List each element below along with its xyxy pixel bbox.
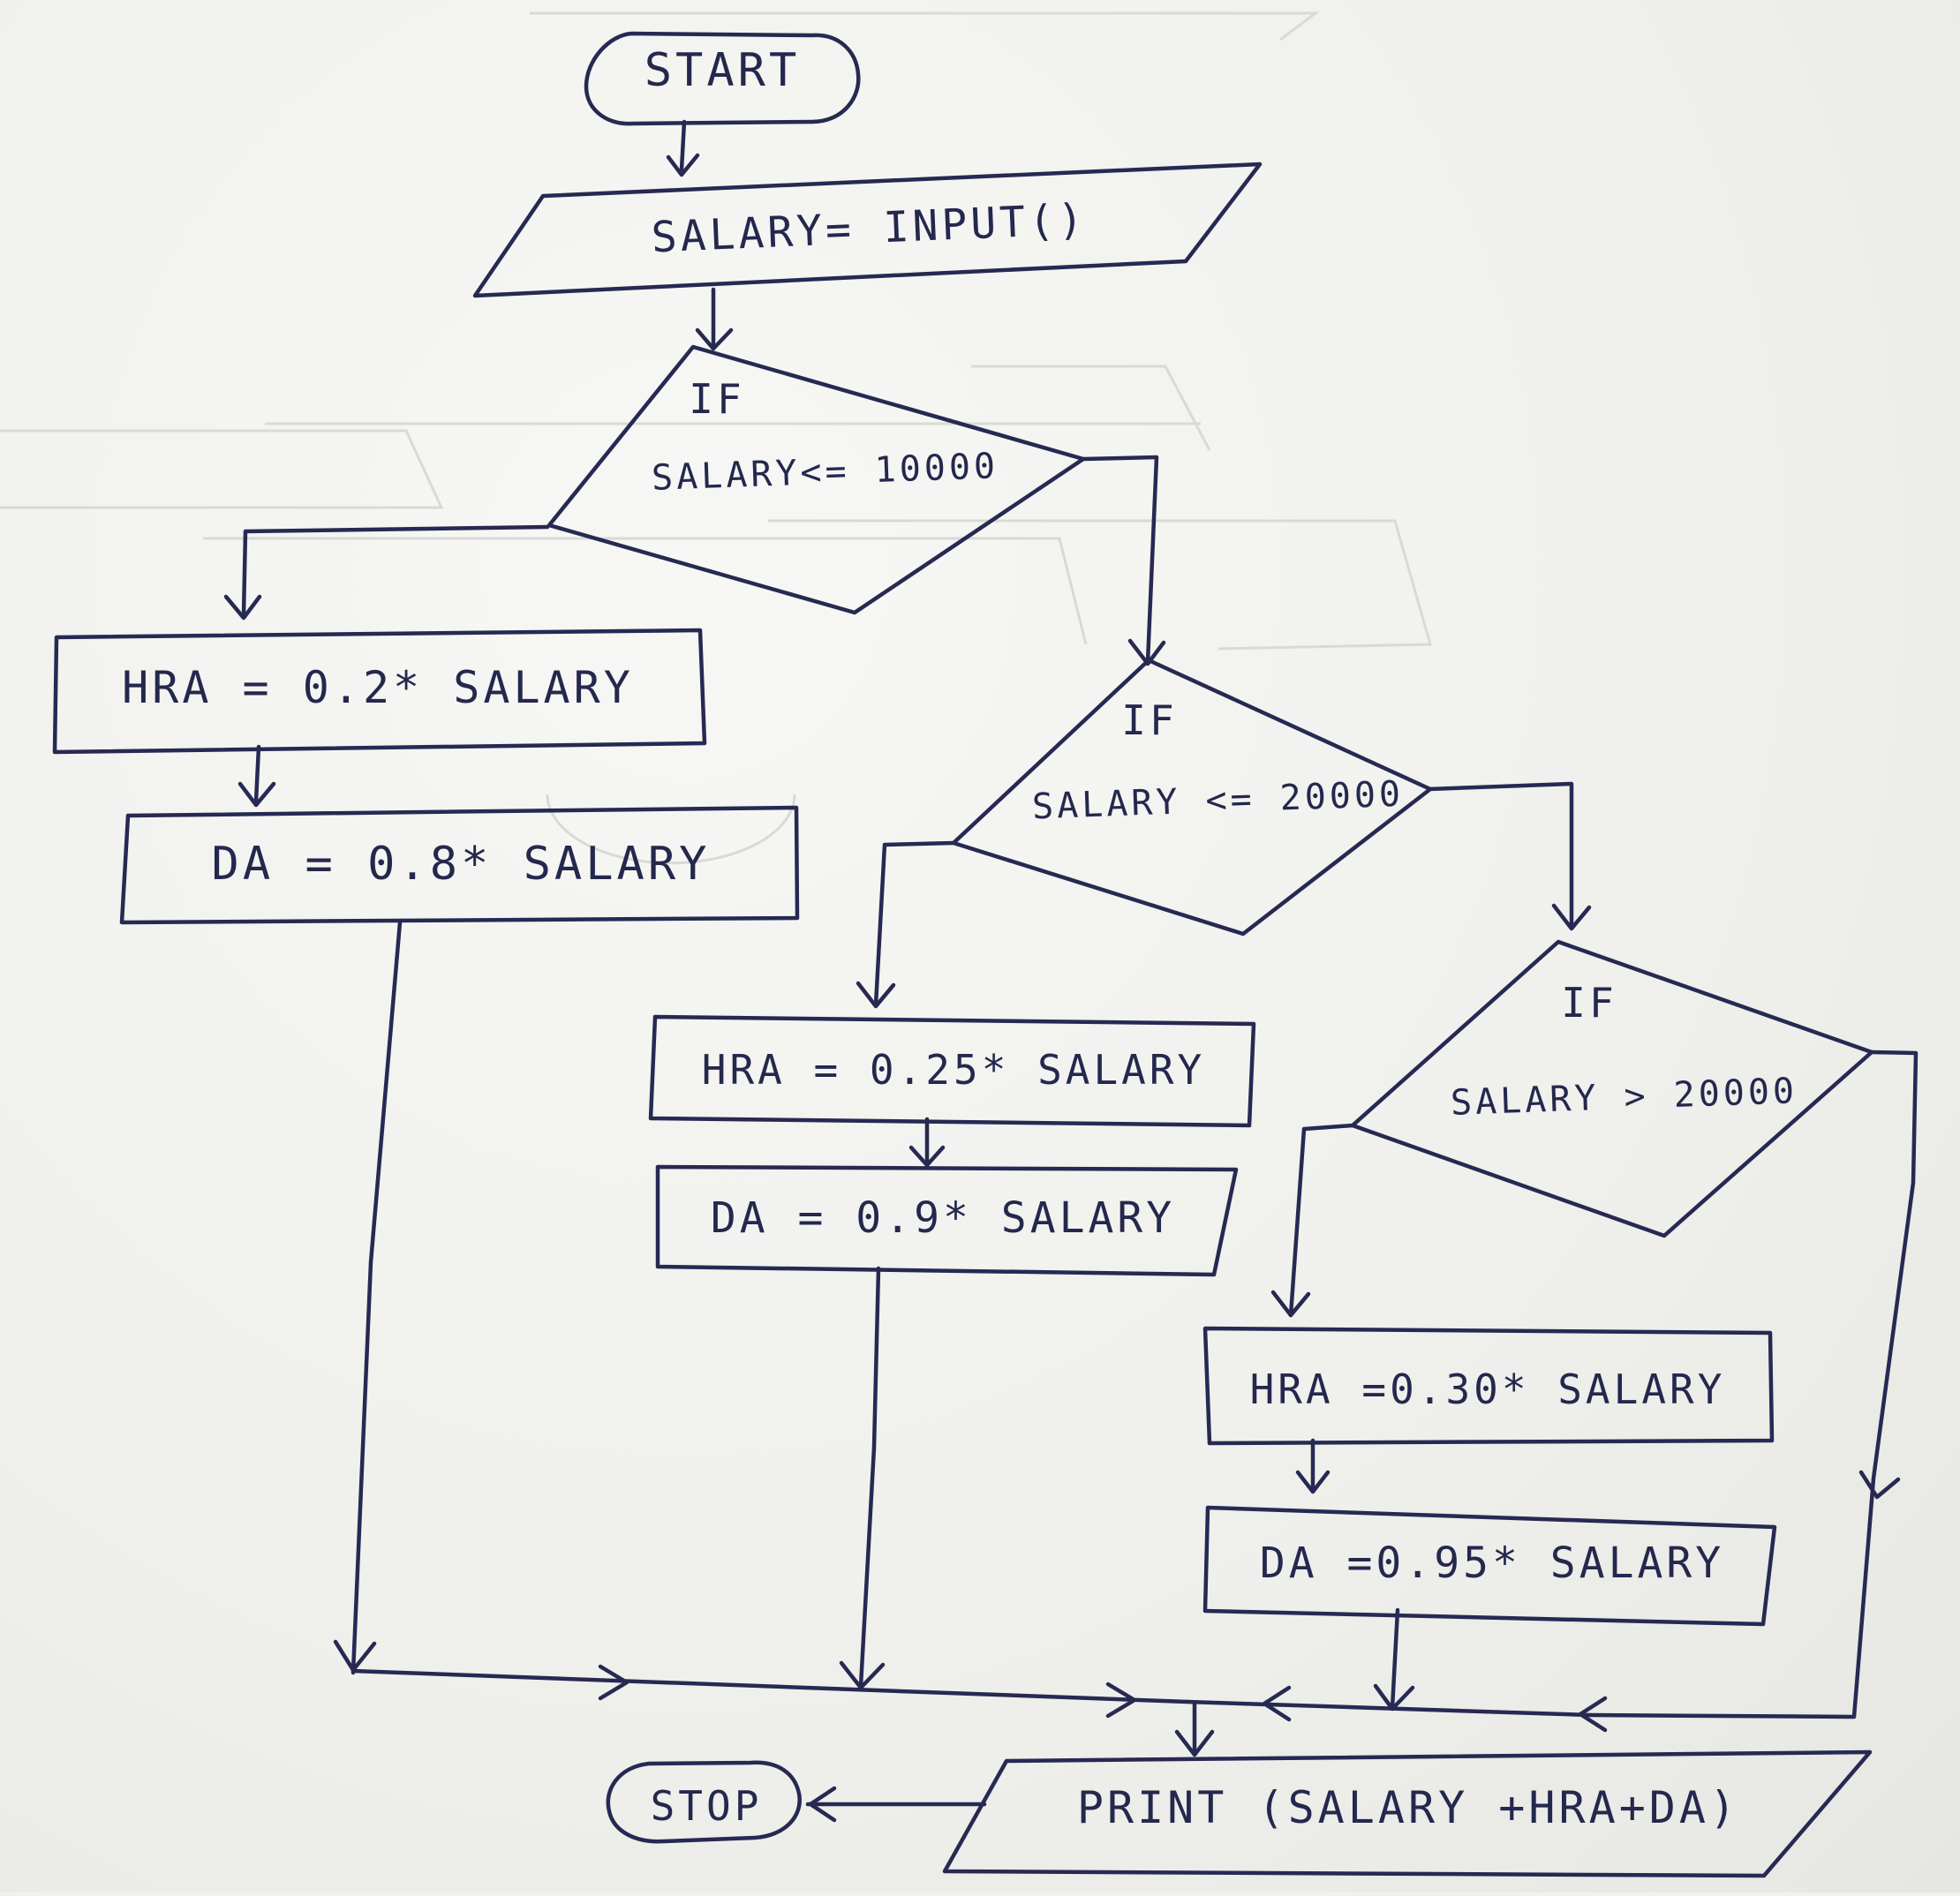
branch-2-da: DA = 0.9* SALARY [711,1193,1175,1243]
branch-3: HRA =0.30* SALARY DA =0.95* SALARY [1202,1326,1777,1627]
output-label: PRINT (SALARY +HRA+DA) [1077,1782,1739,1833]
decision-2-test: SALARY <= 20000 [1031,774,1405,828]
start-terminator: START [584,31,861,126]
branch-1-hra: HRA = 0.2* SALARY [122,662,634,713]
input-label: SALARY= INPUT() [651,195,1088,263]
branch-3-hra: HRA =0.30* SALARY [1250,1366,1726,1413]
decision-1-keyword: IF [689,375,744,423]
connectors [223,119,1919,1823]
branch-1: HRA = 0.2* SALARY DA = 0.8* SALARY [52,628,800,925]
branch-2: HRA = 0.25* SALARY DA = 0.9* SALARY [648,1014,1256,1277]
decision-1: IF SALARY<= 10000 [547,344,1086,615]
decision-2: IF SALARY <= 20000 [951,658,1433,937]
decision-1-test: SALARY<= 10000 [651,446,999,499]
decision-2-keyword: IF [1121,696,1177,744]
decision-3: IF SALARY > 20000 [1350,939,1874,1238]
output-block: PRINT (SALARY +HRA+DA) [942,1749,1873,1878]
bleed-through [0,11,1432,865]
stop-terminator: STOP [606,1760,802,1844]
decision-3-keyword: IF [1561,979,1617,1027]
decision-3-test: SALARY > 20000 [1450,1071,1798,1124]
start-label: START [645,44,801,97]
stop-label: STOP [651,1782,763,1830]
input-block: SALARY= INPUT() [472,162,1263,298]
branch-3-da: DA =0.95* SALARY [1260,1539,1724,1588]
branch-1-da: DA = 0.8* SALARY [212,838,711,891]
branch-2-hra: HRA = 0.25* SALARY [702,1046,1206,1094]
